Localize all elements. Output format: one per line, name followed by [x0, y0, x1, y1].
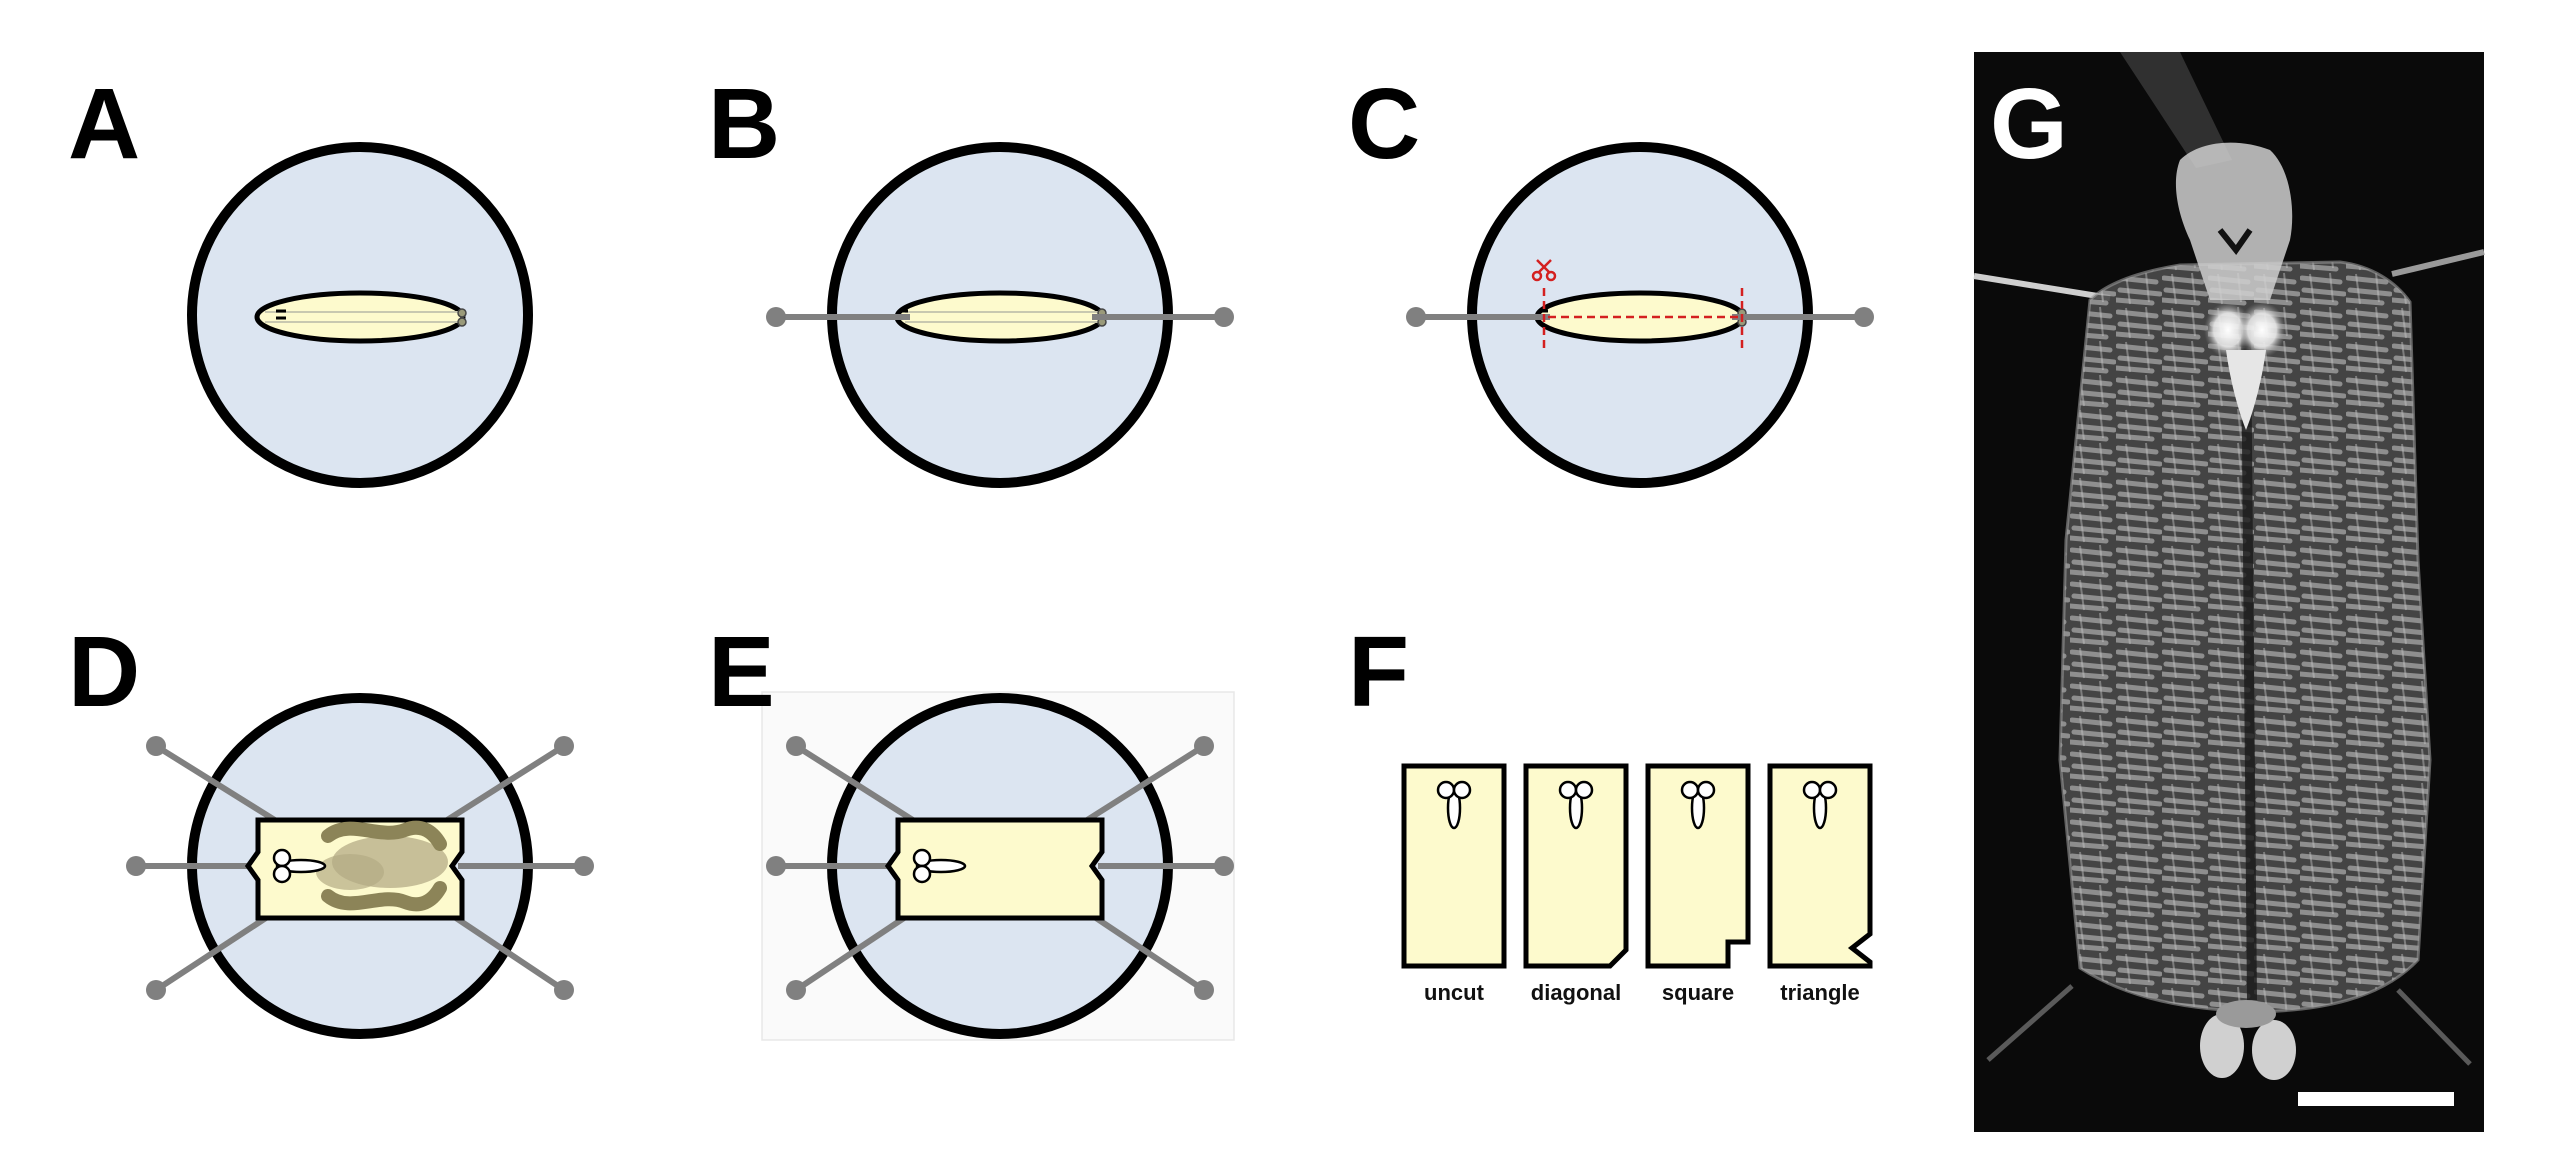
cut-type-diagonal: diagonal	[1526, 766, 1626, 1005]
cut-type-label: uncut	[1424, 980, 1485, 1005]
panel-c: C	[1348, 68, 1874, 483]
cut-type-uncut: uncut	[1404, 766, 1504, 1005]
panel-label-b: B	[708, 68, 780, 180]
cut-type-label: square	[1662, 980, 1734, 1005]
panel-a: A	[68, 68, 528, 483]
cut-type-label: diagonal	[1531, 980, 1621, 1005]
panel-f: F uncut diagonal	[1348, 616, 1870, 1005]
panel-label-c: C	[1348, 68, 1420, 180]
panel-e: E	[708, 616, 1234, 1040]
ventral-midline	[2246, 330, 2252, 1000]
cut-type-square: square	[1648, 766, 1748, 1005]
scale-bar	[2298, 1092, 2454, 1106]
panel-label-f: F	[1348, 616, 1409, 728]
panel-g: G	[1974, 52, 2484, 1132]
panel-label-e: E	[708, 616, 775, 728]
panel-label-a: A	[68, 68, 140, 180]
larva	[897, 293, 1106, 341]
cut-type-triangle: triangle	[1770, 766, 1870, 1005]
larva	[257, 293, 466, 341]
panel-label-d: D	[68, 616, 140, 728]
panel-label-g: G	[1990, 68, 2068, 180]
spiracle-icon	[458, 309, 466, 317]
panel-d: D	[68, 616, 594, 1034]
panel-b: B	[708, 68, 1234, 483]
cut-type-label: triangle	[1780, 980, 1859, 1005]
